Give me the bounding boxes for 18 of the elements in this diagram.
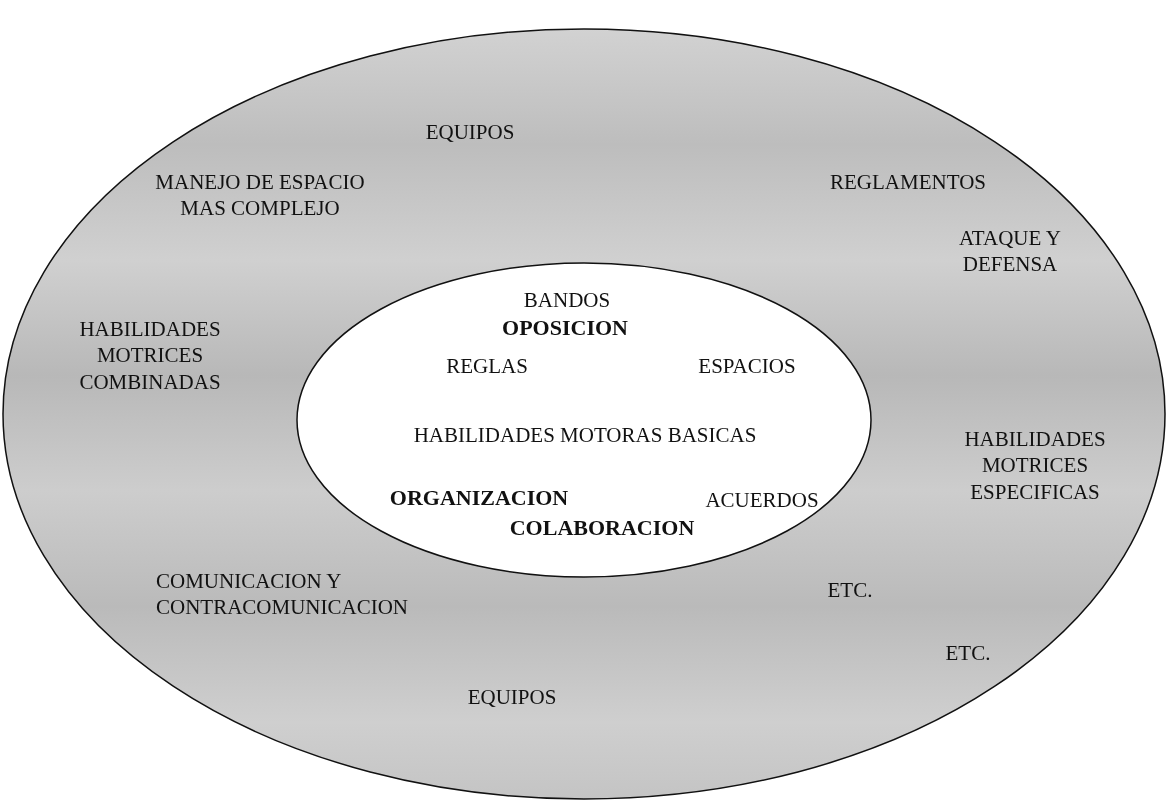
ellipse-label: ETC. <box>827 576 873 604</box>
ellipse-label: ETC. <box>945 639 991 667</box>
ellipse-label: BANDOS <box>523 286 611 314</box>
ellipse-label: HABILIDADES MOTRICES ESPECIFICAS <box>963 425 1107 505</box>
ellipse-label: REGLAS <box>446 352 528 380</box>
ellipse-label: EQUIPOS <box>467 683 557 711</box>
ellipse-label: HABILIDADES MOTORAS BASICAS <box>413 421 757 449</box>
ellipse-label: EQUIPOS <box>425 118 515 146</box>
ellipse-label: ATAQUE Y DEFENSA <box>958 224 1062 278</box>
ellipse-label: ESPACIOS <box>698 352 796 380</box>
ellipse-label: HABILIDADES MOTRICES COMBINADAS <box>78 315 222 395</box>
ellipse-label: COLABORACION <box>509 514 695 542</box>
ellipse-label: MANEJO DE ESPACIO MAS COMPLEJO <box>154 168 366 222</box>
ellipse-label: COMUNICACION Y CONTRACOMUNICACION <box>156 567 409 621</box>
ellipse-label: ACUERDOS <box>705 486 819 514</box>
ellipse-label: REGLAMENTOS <box>830 168 986 196</box>
ellipse-label: ORGANIZACION <box>389 484 569 512</box>
ellipse-label: OPOSICION <box>502 314 628 342</box>
